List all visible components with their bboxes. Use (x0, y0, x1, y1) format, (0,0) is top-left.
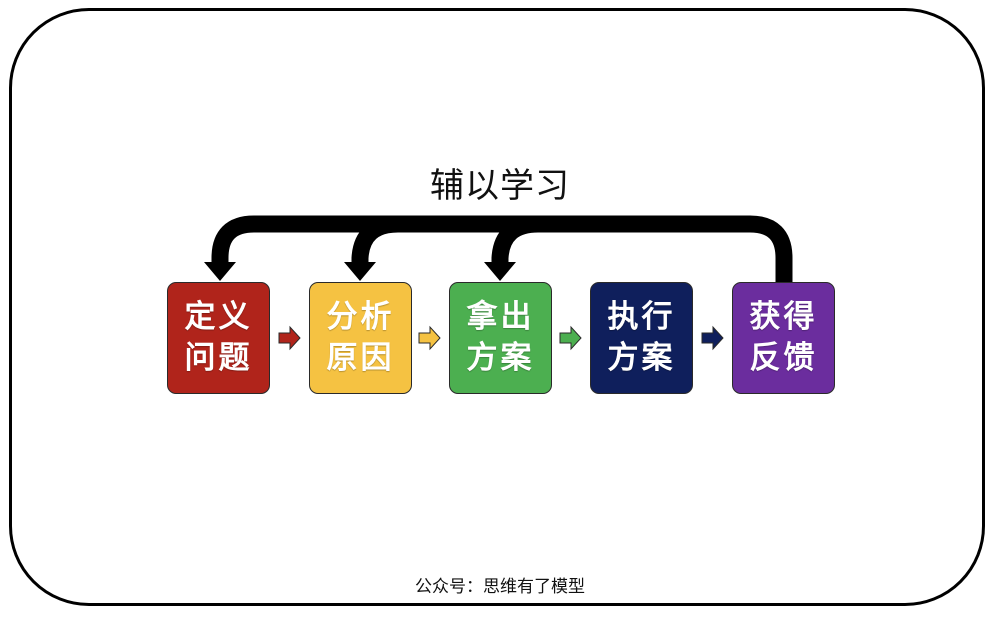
arrow-yellow (418, 325, 441, 351)
step-label-line2: 原因 (326, 340, 395, 376)
step-label-line1: 分析 (326, 299, 395, 335)
step-label-line2: 反馈 (749, 340, 818, 376)
arrow-navy (701, 325, 724, 351)
step-propose-solution: 拿出 方案 (449, 282, 552, 394)
step-label-line2: 问题 (184, 340, 253, 376)
step-execute-solution: 执行 方案 (590, 282, 693, 394)
footer-credit: 公众号：思维有了模型 (415, 577, 585, 597)
step-label-line2: 方案 (607, 340, 676, 376)
feedback-loop (204, 215, 793, 283)
arrow-green (559, 325, 582, 351)
step-arrows (278, 325, 724, 351)
step-analyze-cause: 分析 原因 (309, 282, 412, 394)
loop-arrowhead-2 (344, 262, 376, 281)
step-label-line2: 方案 (466, 340, 535, 376)
step-label-line1: 拿出 (466, 299, 535, 335)
step-label-line1: 获得 (749, 299, 818, 335)
loop-arrowhead-3 (484, 262, 516, 281)
step-label-line1: 定义 (184, 299, 253, 335)
step-get-feedback: 获得 反馈 (732, 282, 835, 394)
step-label-line1: 执行 (607, 299, 676, 335)
loop-arrowhead-1 (204, 262, 236, 281)
loop-label: 辅以学习 (430, 166, 570, 206)
arrow-red (278, 325, 301, 351)
step-define-problem: 定义 问题 (167, 282, 270, 394)
